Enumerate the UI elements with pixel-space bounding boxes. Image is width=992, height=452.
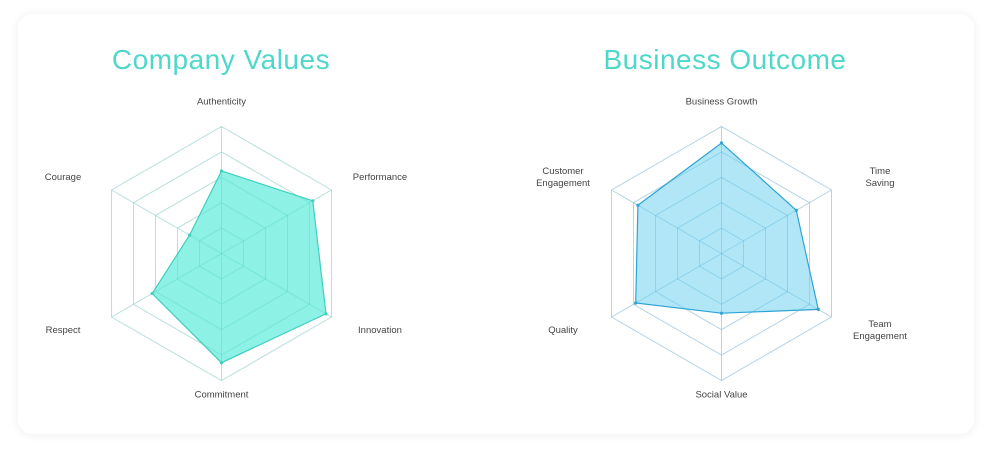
grid-spoke-overlay bbox=[221, 253, 332, 318]
data-point bbox=[324, 312, 328, 316]
data-area bbox=[151, 170, 327, 364]
grid-ring-overlay bbox=[177, 202, 266, 305]
axis-label-line: Performance bbox=[353, 172, 407, 183]
data-point bbox=[150, 291, 154, 296]
data-point bbox=[719, 311, 724, 315]
axis-label-line: Courage bbox=[45, 172, 81, 183]
grid-spoke-overlay bbox=[111, 253, 222, 318]
axis-label: Authenticity bbox=[197, 97, 246, 108]
data-point bbox=[634, 301, 638, 305]
grid-spoke-overlay bbox=[721, 253, 832, 318]
axis-label: Respect bbox=[46, 325, 81, 336]
axis-label-line: Business Growth bbox=[686, 97, 758, 108]
axis-label: Courage bbox=[45, 172, 81, 183]
axis-label: Commitment bbox=[195, 390, 249, 401]
data-point bbox=[188, 233, 192, 237]
grid-ring-overlay bbox=[611, 125, 832, 382]
data-point bbox=[719, 141, 724, 145]
axis-label-line: Social Value bbox=[695, 390, 747, 401]
data-point bbox=[636, 203, 640, 207]
axis-label-line: Respect bbox=[46, 325, 81, 336]
data-point bbox=[219, 361, 224, 365]
axis-label-line: Commitment bbox=[195, 390, 249, 401]
axis-label-line: Authenticity bbox=[197, 97, 246, 108]
grid-spoke-overlay bbox=[721, 189, 832, 254]
axis-label-line: Quality bbox=[548, 325, 578, 336]
axis-label-line: Saving bbox=[865, 178, 894, 189]
chart-title-business-outcome: Business Outcome bbox=[603, 44, 847, 75]
axis-label: Performance bbox=[353, 172, 407, 183]
chart-title-company-values: Company Values bbox=[111, 44, 331, 75]
chart-card bbox=[18, 14, 974, 434]
data-point bbox=[311, 199, 315, 203]
grid-spoke-overlay bbox=[611, 189, 722, 254]
axis-label-line: Customer bbox=[542, 166, 583, 177]
axis-label-line: Innovation bbox=[358, 325, 402, 336]
grid-ring-overlay bbox=[677, 202, 766, 305]
axis-label: Business Growth bbox=[686, 97, 758, 108]
grid-spoke-overlay bbox=[111, 189, 222, 254]
axis-label-line: Engagement bbox=[536, 178, 590, 189]
grid-ring-overlay bbox=[199, 227, 244, 280]
grid-ring-overlay bbox=[655, 176, 788, 331]
grid-ring-overlay bbox=[111, 125, 332, 382]
axis-label: Innovation bbox=[358, 325, 402, 336]
axis-label: Quality bbox=[548, 325, 578, 336]
axis-label-line: Time bbox=[870, 166, 891, 177]
axis-label: Social Value bbox=[695, 390, 747, 401]
axis-label-line: Engagement bbox=[853, 331, 907, 342]
axis-label-line: Team bbox=[868, 319, 891, 330]
grid-ring-overlay bbox=[155, 176, 288, 331]
grid-spoke-overlay bbox=[611, 253, 722, 318]
grid-ring-overlay bbox=[699, 227, 744, 280]
grid-ring-overlay bbox=[133, 151, 310, 356]
data-point bbox=[816, 307, 820, 311]
grid-ring-overlay bbox=[633, 151, 810, 356]
data-point bbox=[219, 169, 224, 173]
data-point bbox=[794, 208, 798, 212]
